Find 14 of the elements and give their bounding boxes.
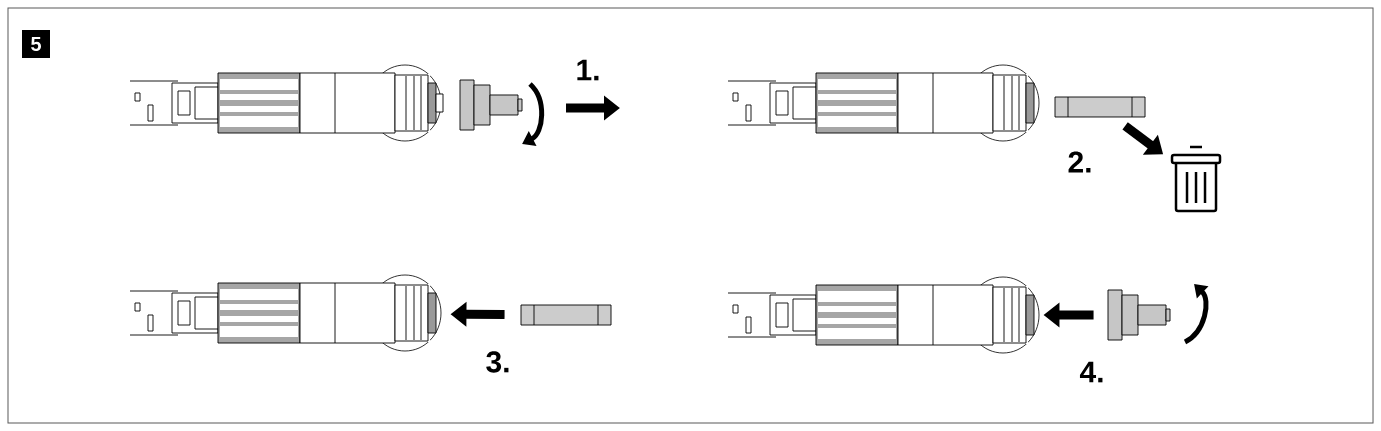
trash-can-icon <box>1170 145 1222 213</box>
cap-drawing <box>459 79 523 131</box>
fuse-holder-drawing <box>129 64 444 142</box>
step-number: 3. <box>486 351 509 373</box>
fuse-holder-drawing <box>727 64 1040 142</box>
step-number: 4. <box>1079 361 1103 383</box>
step-badge: 5 <box>22 30 50 58</box>
fuse-holder-drawing <box>727 276 1040 354</box>
step-number: 2. <box>1068 151 1091 173</box>
fuse-drawing <box>1054 96 1146 118</box>
cap-drawing <box>1107 289 1171 341</box>
fuse-holder-drawing <box>129 274 442 352</box>
step-number: 1. <box>577 59 599 81</box>
fuse-drawing <box>520 304 612 326</box>
